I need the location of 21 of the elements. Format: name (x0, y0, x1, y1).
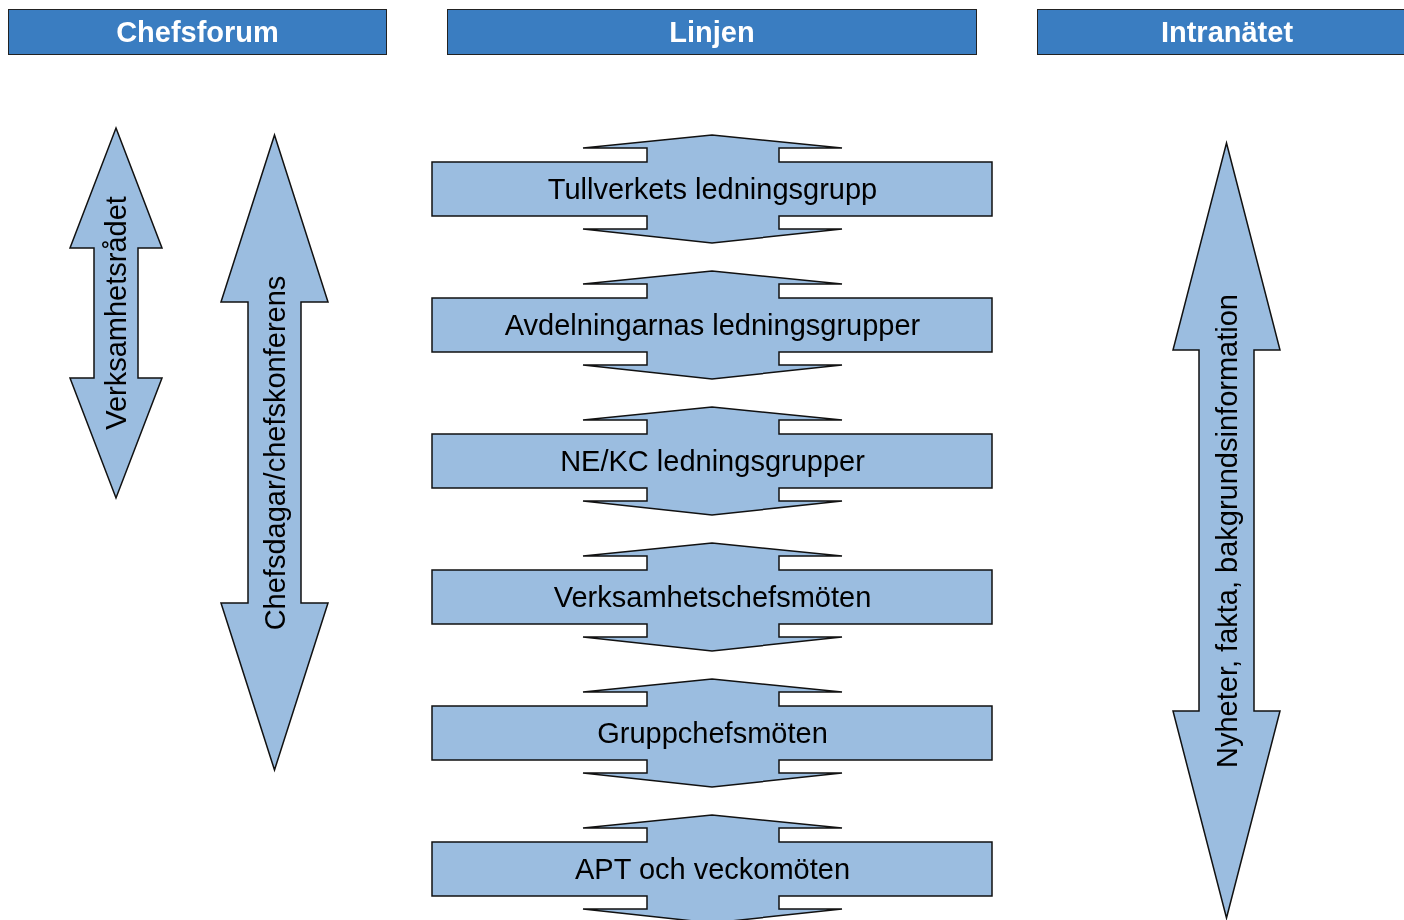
meeting-box (432, 407, 993, 515)
box-label: Gruppchefsmöten (597, 716, 828, 750)
meeting-box (432, 543, 993, 651)
box-label: Tullverkets ledningsgrupp (547, 172, 878, 206)
arrow-label: Nyheter, fakta, bakgrundsinformation (1210, 293, 1243, 768)
arrow-label: Verksamhetsrådet (99, 196, 133, 430)
box-label: Avdelningarnas ledningsgrupper (504, 308, 921, 342)
column-header: Linjen (447, 9, 977, 55)
meeting-box (432, 815, 993, 920)
double-arrow-shape (70, 128, 162, 498)
meeting-box (432, 679, 993, 787)
box-label: NE/KC ledningsgrupper (560, 444, 865, 478)
box-label: Verksamhetschefsmöten (553, 580, 872, 614)
meeting-box (432, 135, 993, 243)
meeting-box (432, 271, 993, 379)
double-arrow-shape (1173, 143, 1280, 918)
column-header: Chefsforum (8, 9, 387, 55)
double-arrow-shape (221, 135, 328, 770)
arrow-label: Chefsdagar/chefskonferens (258, 275, 291, 630)
box-label: APT och veckomöten (574, 852, 851, 886)
column-header: Intranätet (1037, 9, 1404, 55)
